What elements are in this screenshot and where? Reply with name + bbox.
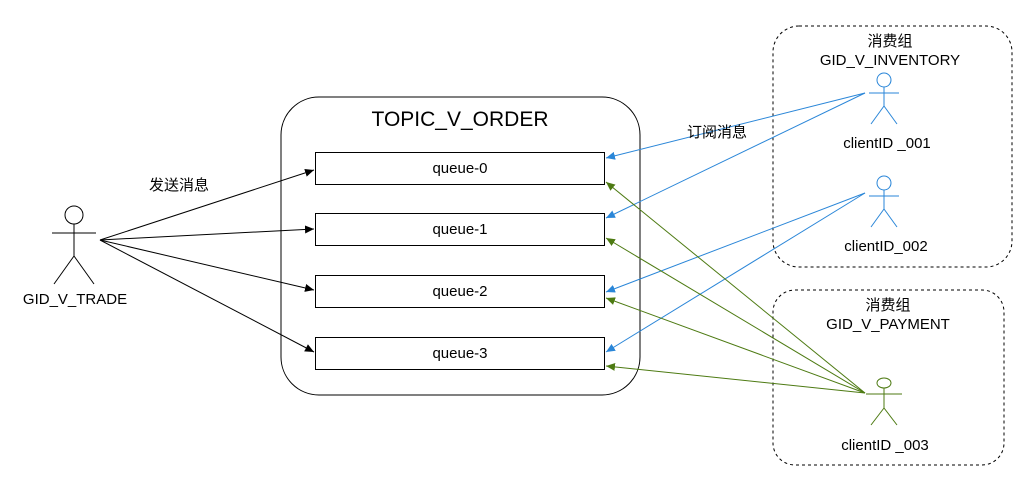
inventory-group-name: GID_V_INVENTORY	[819, 52, 961, 69]
subscribe-arrow-003-queue-2	[605, 297, 866, 394]
client-002-label: clientID_002	[844, 238, 928, 255]
queue-box-0: queue-0	[315, 152, 605, 185]
subscribe-arrow-003-queue-3	[605, 362, 866, 394]
topic-title: TOPIC_V_ORDER	[371, 108, 549, 131]
queue-label: queue-1	[432, 221, 488, 238]
queue-label: queue-2	[432, 283, 488, 300]
payment-group-name: GID_V_PAYMENT	[826, 316, 950, 333]
subscribe-arrow-003-queue-0	[605, 181, 866, 394]
subscribe-message-label: 订阅消息	[686, 124, 748, 141]
producer-label: GID_V_TRADE	[22, 291, 128, 308]
producer-actor-icon	[52, 205, 96, 285]
queue-label: queue-0	[432, 160, 488, 177]
send-message-label: 发送消息	[148, 177, 210, 194]
inventory-group-title: 消费组	[867, 33, 913, 50]
client-001-label: clientID _001	[843, 135, 931, 152]
queue-box-1: queue-1	[315, 213, 605, 246]
client-003-actor-icon	[866, 377, 902, 426]
send-arrow-queue-1	[99, 225, 315, 241]
subscribe-arrow-003-queue-1	[605, 237, 866, 394]
send-arrow-queue-2	[99, 239, 315, 292]
consumer-group-payment-box	[772, 289, 1005, 466]
subscribe-arrow-001-queue-1	[605, 92, 866, 219]
subscribe-arrow-002-queue-2	[605, 192, 866, 293]
producer-arrows	[99, 168, 315, 353]
queue-box-3: queue-3	[315, 337, 605, 370]
client-001-actor-icon	[869, 72, 899, 125]
client-003-label: clientID _003	[841, 437, 929, 454]
payment-arrows	[605, 181, 866, 394]
client-002-actor-icon	[869, 175, 899, 228]
payment-group-title: 消费组	[865, 297, 911, 314]
inventory-arrows	[605, 92, 866, 353]
send-arrow-queue-0	[99, 168, 315, 241]
subscribe-arrow-001-queue-0	[605, 92, 866, 160]
subscribe-arrow-002-queue-3	[605, 192, 866, 353]
queue-box-2: queue-2	[315, 275, 605, 308]
send-arrow-queue-3	[99, 239, 315, 353]
queue-label: queue-3	[432, 345, 488, 362]
